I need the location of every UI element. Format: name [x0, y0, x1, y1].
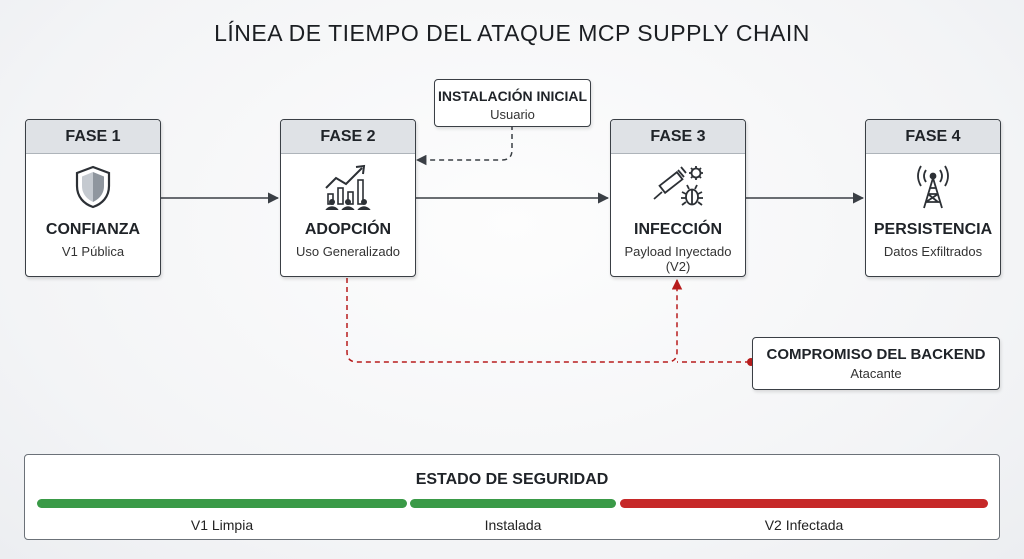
- phase-2-header: FASE 2: [281, 120, 415, 154]
- install-note-subtitle: Usuario: [490, 107, 535, 122]
- phase-1-box: FASE 1 CONFIANZA V1 Pública: [25, 119, 161, 277]
- backend-note-title: COMPROMISO DEL BACKEND: [766, 346, 986, 363]
- backend-note: COMPROMISO DEL BACKEND Atacante: [752, 337, 1000, 390]
- arrow-phase2-to-phase3-compromise: [346, 278, 683, 363]
- status-bar-infected: [620, 499, 988, 508]
- phase-3-header: FASE 3: [611, 120, 745, 154]
- status-bar-installed: [410, 499, 616, 508]
- phase-4-subtitle: Datos Exfiltrados: [883, 244, 983, 259]
- syringe-bug-icon: [653, 166, 703, 206]
- phase-4-header: FASE 4: [866, 120, 1000, 154]
- phase-1-subtitle: V1 Pública: [61, 244, 125, 259]
- shield-icon: [75, 165, 111, 209]
- status-bar-clean: [37, 499, 407, 508]
- diagram-title: LÍNEA DE TIEMPO DEL ATAQUE MCP SUPPLY CH…: [214, 20, 810, 46]
- phase-4-name: PERSISTENCIA: [873, 221, 993, 238]
- phase-1-header: FASE 1: [26, 120, 160, 154]
- install-note-title: INSTALACIÓN INICIAL: [437, 88, 588, 104]
- security-status-panel: ESTADO DE SEGURIDAD V1 Limpia Instalada …: [24, 454, 1000, 540]
- phase-2-subtitle: Uso Generalizado: [295, 244, 401, 259]
- status-label-infected: V2 Infectada: [764, 517, 844, 533]
- phase-2-name: ADOPCIÓN: [304, 221, 392, 238]
- status-label-clean: V1 Limpia: [190, 517, 254, 533]
- phase-3-subtitle: Payload Inyectado (V2): [624, 244, 732, 274]
- growth-chart-icon: [325, 164, 371, 210]
- backend-note-subtitle: Atacante: [850, 366, 902, 381]
- phase-2-box: FASE 2 ADOPCIÓN Uso Generalizado: [280, 119, 416, 277]
- phase-4-box: FASE 4 PERSISTENCIA Datos Exfiltrados: [865, 119, 1001, 277]
- arrow-install-to-phase2: [415, 125, 513, 166]
- phase-3-box: FASE 3 INFECCIÓN Payload Inyectado (V2): [610, 119, 746, 277]
- install-note: INSTALACIÓN INICIAL Usuario: [434, 79, 591, 127]
- phase-1-name: CONFIANZA: [45, 221, 141, 238]
- phase-3-name: INFECCIÓN: [634, 221, 722, 238]
- security-status-title: ESTADO DE SEGURIDAD: [415, 471, 609, 488]
- status-label-installed: Instalada: [484, 517, 542, 533]
- antenna-tower-icon: [917, 165, 949, 209]
